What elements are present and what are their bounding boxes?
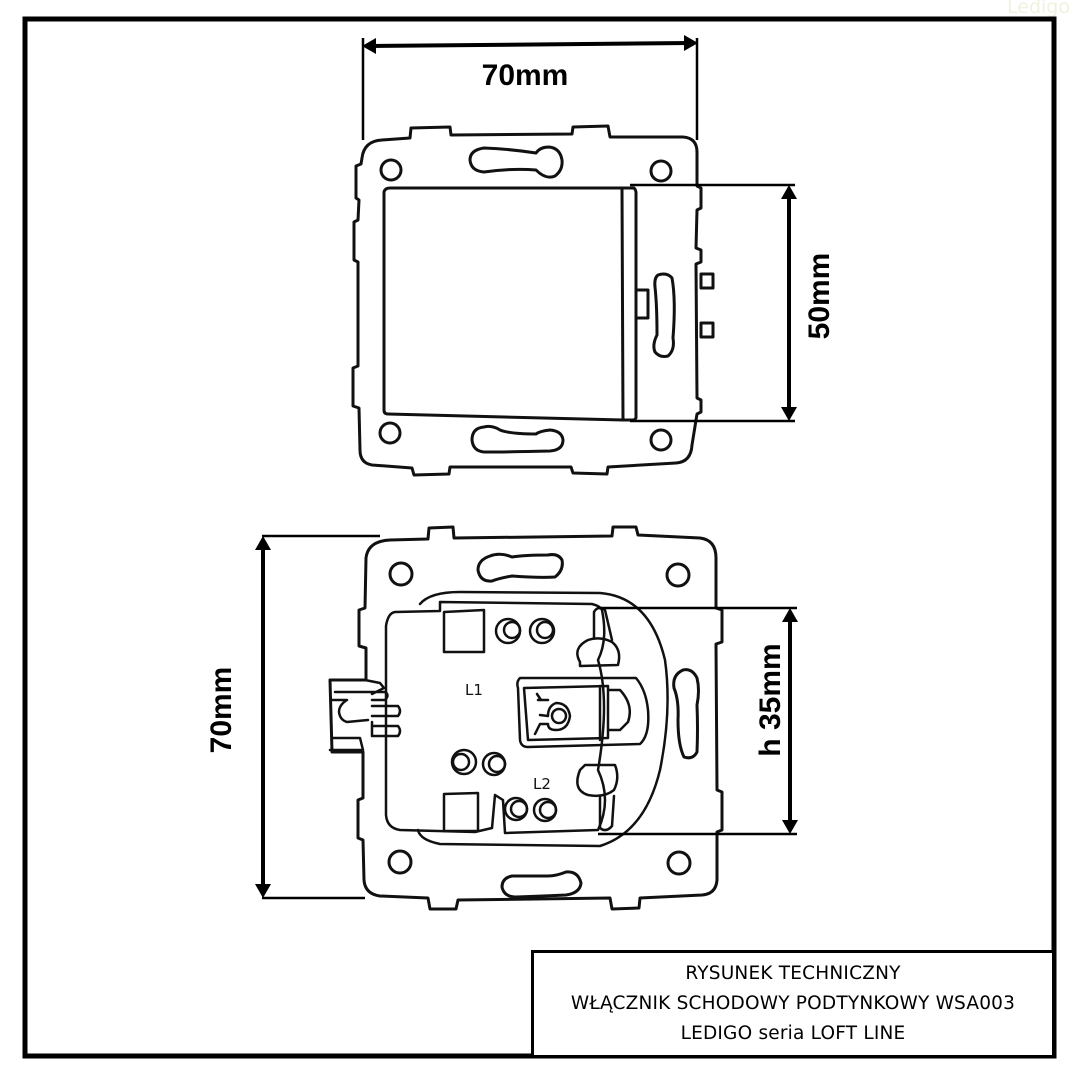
mounting-slot bbox=[468, 145, 564, 179]
arrowhead bbox=[781, 185, 797, 199]
mechanism-housing bbox=[416, 590, 669, 848]
title-block: RYSUNEK TECHNICZNY WŁĄCZNIK SCHODOWY POD… bbox=[531, 950, 1056, 1058]
title-line-1: RYSUNEK TECHNICZNY bbox=[685, 963, 901, 984]
arrowhead bbox=[362, 38, 376, 54]
dimension-label-height: 50mm bbox=[803, 253, 836, 340]
dimension-depth-rear: h 35mm bbox=[598, 606, 798, 836]
mounting-slot bbox=[470, 424, 565, 454]
key-latch bbox=[634, 288, 650, 320]
screw-hole bbox=[378, 421, 402, 445]
terminal-pin bbox=[699, 321, 715, 339]
screw-hole bbox=[665, 562, 691, 588]
switch-contact-lower bbox=[576, 763, 619, 832]
screw-hole bbox=[666, 850, 692, 876]
mounting-slot bbox=[476, 552, 564, 583]
dimension-label-width: 70mm bbox=[482, 59, 569, 92]
screw-hole bbox=[649, 428, 673, 452]
terminal-cutout bbox=[442, 608, 486, 654]
mounting-frame-front bbox=[351, 124, 703, 477]
mounting-frame-rear bbox=[328, 525, 724, 911]
dimension-width-top: 70mm bbox=[361, 35, 699, 140]
terminal-label-l2: L2 bbox=[533, 775, 551, 793]
screw-hole bbox=[379, 158, 403, 182]
switch-pivot-hole bbox=[550, 707, 568, 725]
arrowhead bbox=[781, 407, 797, 421]
dimension-height-rear: 70mm bbox=[205, 534, 380, 900]
rocker-key bbox=[382, 186, 625, 422]
arrowhead bbox=[782, 608, 798, 622]
mounting-slot bbox=[500, 870, 583, 899]
title-line-2: WŁĄCZNIK SCHODOWY PODTYNKOWY WSA003 bbox=[570, 993, 1016, 1014]
arrowhead bbox=[782, 820, 798, 834]
watermark-text: Ledigo bbox=[1007, 0, 1070, 18]
screw-hole bbox=[649, 159, 673, 183]
terminal-block bbox=[384, 600, 607, 835]
title-line-3: LEDIGO seria LOFT LINE bbox=[680, 1023, 906, 1044]
switch-lever bbox=[516, 676, 650, 749]
arrowhead bbox=[255, 536, 271, 550]
arrowhead bbox=[684, 35, 698, 51]
wire-clip bbox=[328, 678, 402, 752]
dimension-height-top: 50mm bbox=[630, 183, 836, 423]
switch-pivot bbox=[533, 692, 572, 736]
terminal-cutout bbox=[442, 791, 480, 833]
screw-terminals-middle bbox=[450, 748, 507, 777]
screw-terminals-l1 bbox=[494, 617, 556, 645]
dimension-label-rear-height: 70mm bbox=[205, 667, 238, 754]
mounting-slot-side bbox=[672, 668, 700, 760]
rear-view: L1 L2 bbox=[328, 525, 724, 911]
dimension-label-depth: h 35mm bbox=[754, 643, 787, 756]
front-view bbox=[351, 124, 715, 477]
terminal-pin bbox=[699, 272, 715, 290]
arrowhead bbox=[255, 884, 271, 898]
screw-terminals-l2 bbox=[503, 796, 558, 823]
screw-hole bbox=[388, 561, 414, 587]
screw-hole bbox=[387, 849, 413, 875]
mounting-slot-side bbox=[652, 272, 676, 358]
terminal-label-l1: L1 bbox=[465, 681, 483, 699]
